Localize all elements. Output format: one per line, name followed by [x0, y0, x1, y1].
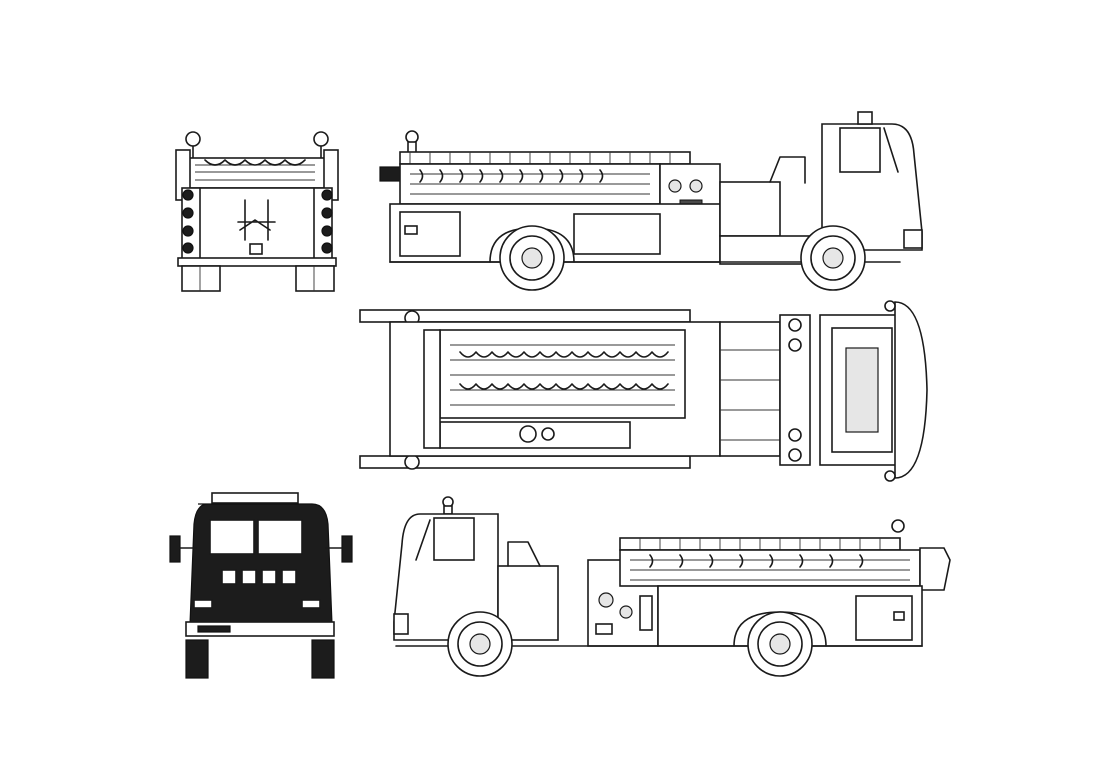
right-side-view: [393, 496, 951, 677]
left-side-view: [379, 111, 923, 291]
rear-view: [175, 131, 339, 292]
top-view: [359, 300, 928, 482]
front-view: [169, 492, 353, 679]
